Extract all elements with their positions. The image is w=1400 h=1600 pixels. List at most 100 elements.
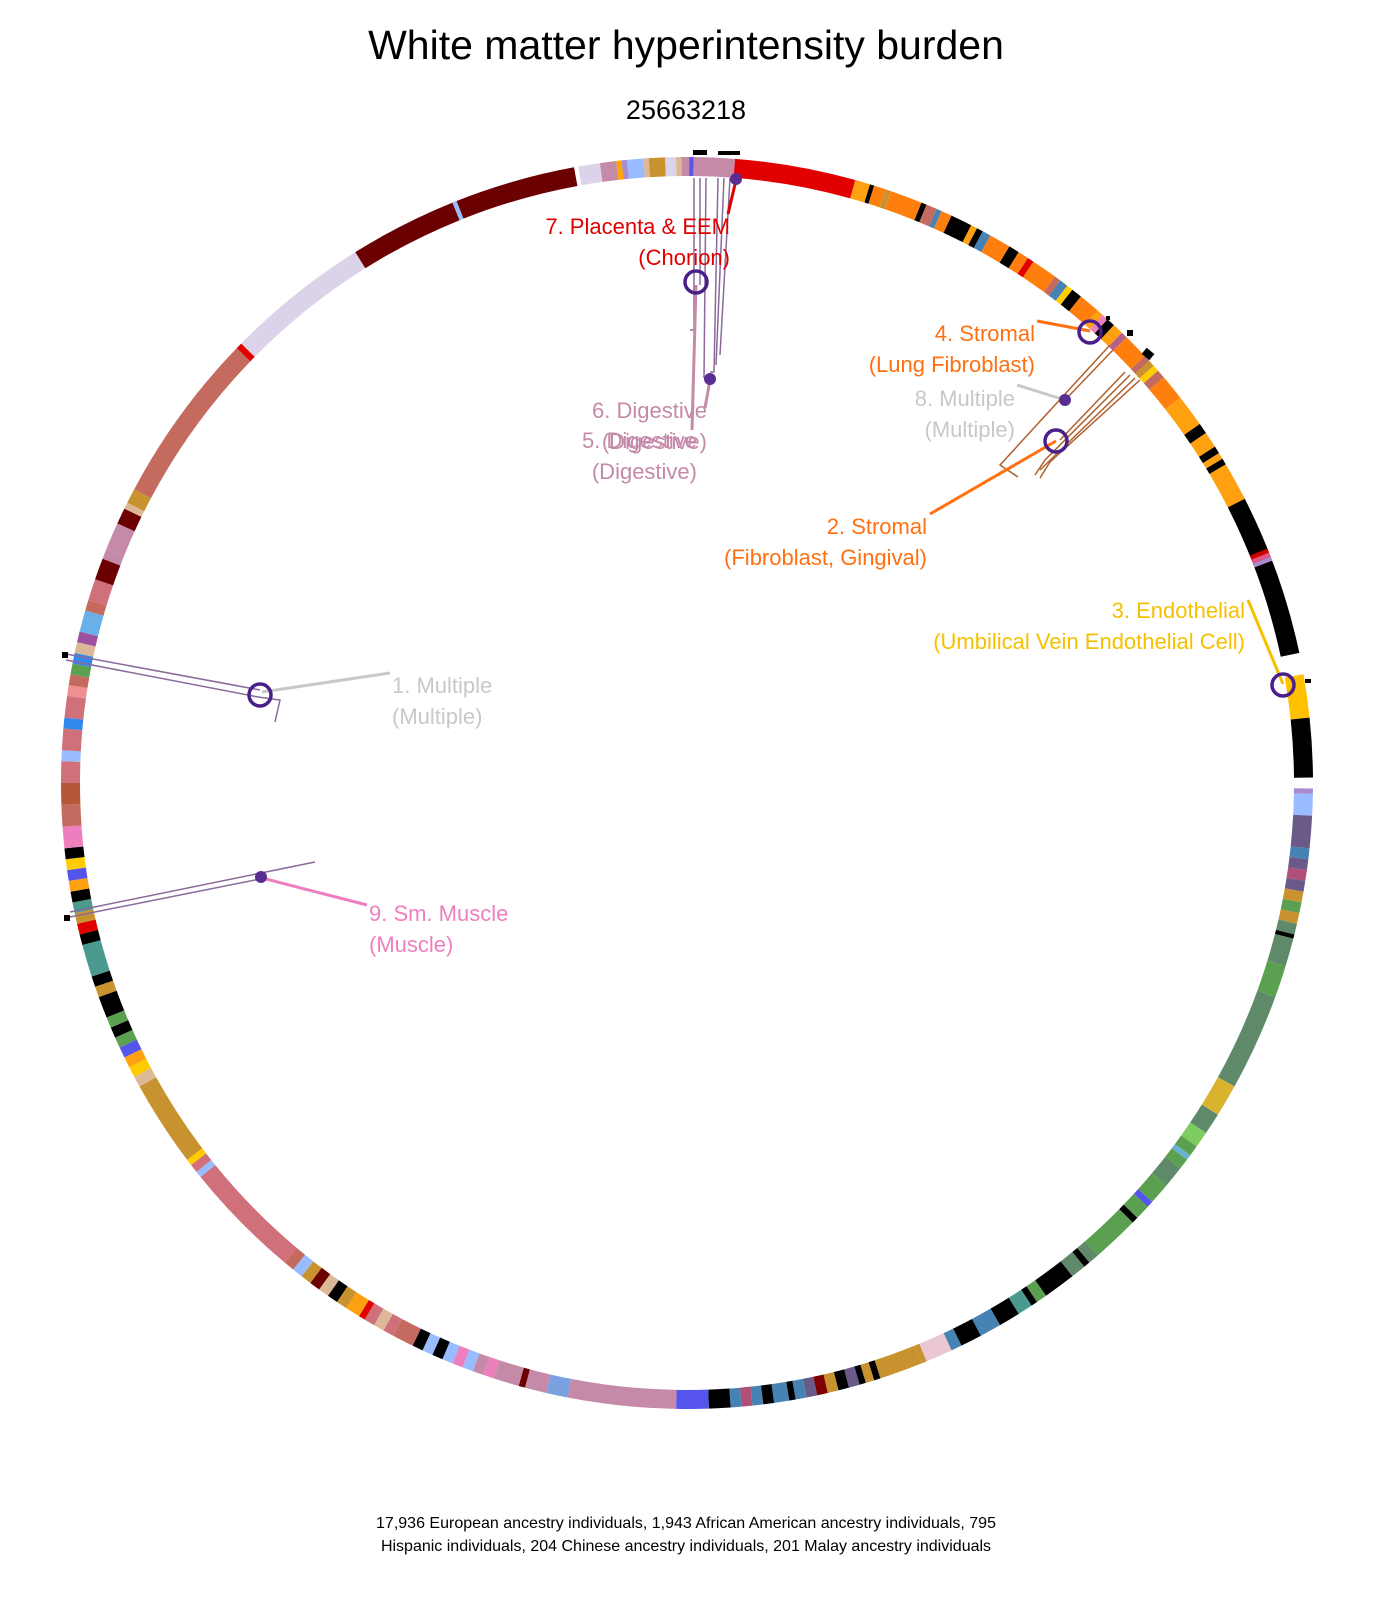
ring-segment bbox=[973, 231, 991, 253]
ring-segment bbox=[1274, 929, 1295, 939]
ring-segment bbox=[1035, 1261, 1073, 1296]
ring-segment bbox=[95, 980, 117, 998]
ring-segment bbox=[452, 200, 464, 221]
annotation-6-title: 6. Digestive bbox=[592, 398, 707, 423]
ring-segment bbox=[850, 180, 871, 203]
ring-segment bbox=[62, 825, 84, 849]
ring-segment bbox=[1217, 990, 1276, 1087]
ring-segment bbox=[412, 1328, 431, 1351]
ring-segment bbox=[1174, 1135, 1197, 1156]
ring-segment bbox=[61, 761, 81, 783]
ring-segment bbox=[61, 728, 83, 752]
ring-segment bbox=[319, 1274, 339, 1296]
ring-segment bbox=[422, 1333, 441, 1355]
ring-segment bbox=[1201, 1077, 1235, 1115]
ring-segment bbox=[854, 1364, 866, 1385]
ring-segment bbox=[962, 225, 978, 246]
annotation-5-subtitle: (Digestive) bbox=[591, 459, 697, 484]
ring-segment bbox=[1165, 397, 1200, 435]
ring-segment bbox=[874, 1345, 922, 1379]
ring-segment bbox=[681, 156, 690, 177]
ring-segment bbox=[860, 1362, 875, 1383]
ring-segment bbox=[990, 1297, 1019, 1326]
annotation-4-subtitle: (Lung Fibroblast) bbox=[868, 352, 1035, 377]
ring-segment bbox=[91, 970, 114, 987]
ring-segment bbox=[310, 1267, 331, 1290]
ring-segment bbox=[760, 1384, 775, 1405]
ring-segment bbox=[196, 1160, 216, 1177]
ring-segment bbox=[981, 235, 1010, 263]
ring-segment bbox=[1135, 360, 1154, 379]
ring-segment bbox=[1119, 1204, 1138, 1223]
annotation-7-subtitle: (Chorion) bbox=[638, 245, 730, 270]
ring-segment bbox=[971, 1308, 1000, 1336]
snp-marker-6 bbox=[704, 373, 716, 385]
ring-segment bbox=[67, 685, 88, 699]
ring-segment bbox=[200, 1164, 297, 1263]
ring-segment bbox=[241, 252, 366, 357]
ring-segment bbox=[968, 228, 983, 249]
ring-segment bbox=[70, 663, 92, 678]
ring-segment bbox=[792, 1378, 807, 1400]
ring-segment bbox=[546, 1374, 572, 1398]
ring-segment bbox=[77, 631, 99, 647]
ring-segment bbox=[70, 888, 92, 903]
ring-segment bbox=[750, 1385, 764, 1406]
ring-segment bbox=[914, 202, 927, 223]
ring-segment bbox=[578, 163, 603, 186]
ring-segment bbox=[567, 1378, 677, 1409]
annotation-2-subtitle: (Fibroblast, Gingival) bbox=[724, 545, 927, 570]
ring-segment bbox=[358, 1299, 375, 1320]
ring-segment bbox=[1085, 1209, 1133, 1256]
ring-segment bbox=[919, 1333, 952, 1362]
ring-segment bbox=[833, 1369, 850, 1391]
ring-segment bbox=[1252, 556, 1273, 568]
ring-segment bbox=[117, 508, 142, 532]
annotation-6: 6. Digestive (Digestive) bbox=[592, 395, 707, 457]
ring-segment bbox=[1123, 1193, 1148, 1218]
ring-segment bbox=[65, 856, 86, 871]
snp-marker-3 bbox=[1270, 672, 1296, 698]
annotation-6-subtitle: (Digestive) bbox=[601, 429, 707, 454]
ring-segment bbox=[452, 1345, 470, 1368]
annotation-1-title: 1. Multiple bbox=[392, 673, 493, 698]
ring-segment bbox=[115, 1029, 137, 1048]
ring-segment bbox=[919, 204, 937, 227]
ring-segment bbox=[1288, 856, 1309, 871]
ring-segment bbox=[943, 215, 972, 243]
ring-segment bbox=[383, 1313, 403, 1336]
ring-segment bbox=[1290, 717, 1313, 778]
ring-segment bbox=[1293, 793, 1313, 816]
ring-segment bbox=[1085, 310, 1103, 330]
ring-segment bbox=[77, 919, 99, 935]
annotation-1: 1. Multiple (Multiple) bbox=[392, 670, 492, 732]
ring-segment bbox=[1130, 356, 1150, 374]
ring-segment bbox=[739, 1386, 753, 1407]
ring-segment bbox=[187, 1148, 207, 1165]
ring-segment bbox=[1021, 1286, 1038, 1306]
snp-marker-4 bbox=[1077, 319, 1103, 345]
ring-segment bbox=[689, 157, 694, 177]
ring-segment bbox=[693, 157, 736, 178]
ring-segment bbox=[823, 1371, 839, 1393]
annotation-1-subtitle: (Multiple) bbox=[392, 704, 483, 729]
ring-segment bbox=[301, 1261, 322, 1283]
ring-segment bbox=[1184, 423, 1206, 444]
ring-segment bbox=[879, 189, 891, 210]
ring-segment bbox=[346, 1292, 369, 1317]
ring-segment bbox=[1060, 1252, 1085, 1277]
ring-segment bbox=[63, 717, 84, 731]
ring-segment bbox=[999, 246, 1019, 269]
ring-segment bbox=[127, 489, 152, 512]
ring-segment bbox=[1289, 846, 1310, 860]
ring-segment bbox=[61, 783, 81, 805]
ring-segment bbox=[1249, 548, 1270, 560]
ring-segment bbox=[67, 867, 88, 881]
ring-segment bbox=[72, 898, 94, 914]
ring-segment bbox=[802, 1376, 818, 1398]
chart-footer: 17,936 European ancestry individuals, 1,… bbox=[0, 1512, 1372, 1558]
snp-marker-5 bbox=[683, 269, 709, 295]
ring-segment bbox=[729, 1387, 742, 1408]
ring-segment bbox=[1171, 1144, 1191, 1160]
ring-segment bbox=[786, 1380, 796, 1401]
